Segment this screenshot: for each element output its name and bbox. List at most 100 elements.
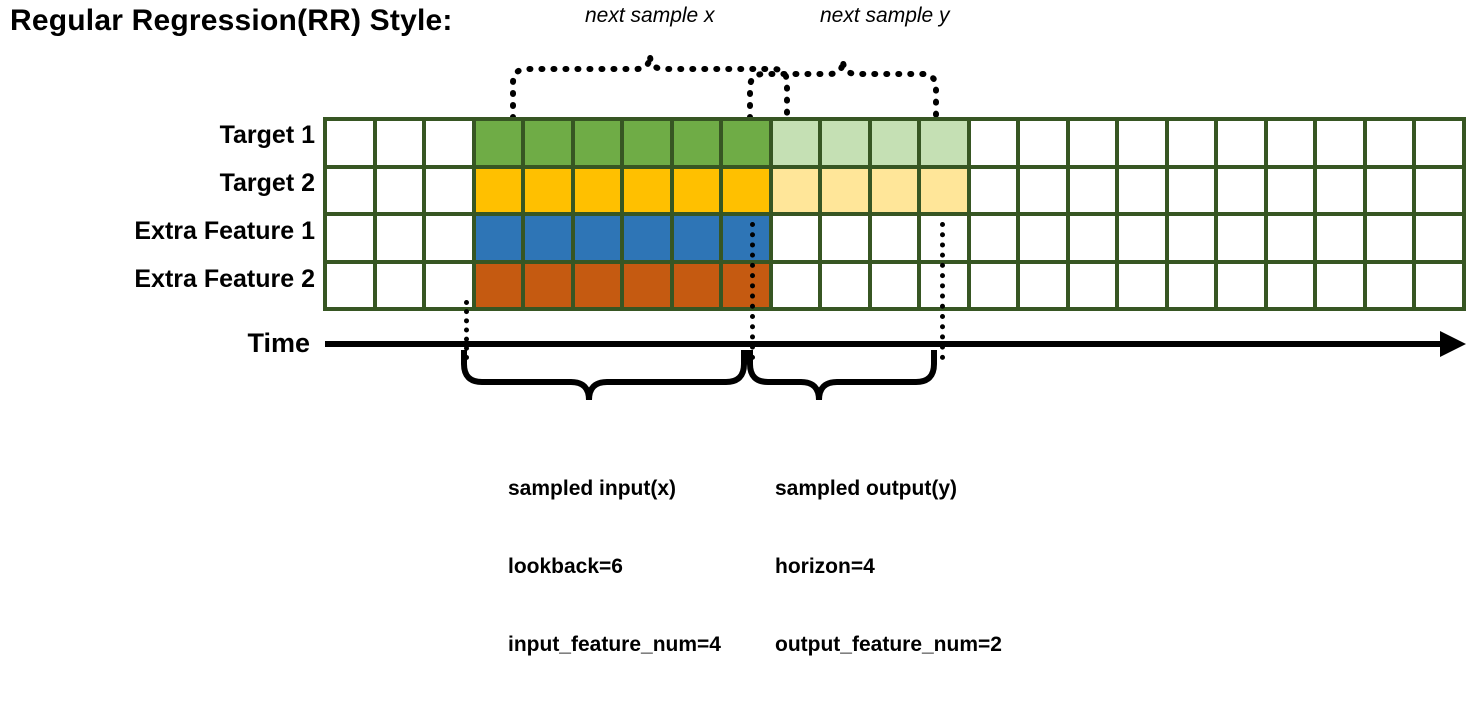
grid-cell-target-1-8 — [673, 121, 719, 165]
grid-cell-extra-feature-2-4 — [475, 263, 521, 307]
grid-cell-target-2-8 — [673, 168, 719, 212]
grid-cell-extra-feature-1-3 — [426, 216, 472, 260]
grid-cell-target-1-5 — [525, 121, 571, 165]
grid-cell-extra-feature-2-9 — [723, 263, 769, 307]
grid-cell-target-2-22 — [1366, 168, 1412, 212]
grid-cell-extra-feature-1-18 — [1168, 216, 1214, 260]
grid-cell-target-1-6 — [574, 121, 620, 165]
annotation-next-sample-y: next sample y — [820, 4, 950, 27]
grid-cell-extra-feature-1-1 — [327, 216, 373, 260]
time-axis-line — [325, 341, 1445, 347]
grid-cell-target-2-6 — [574, 168, 620, 212]
grid-cell-target-2-14 — [970, 168, 1016, 212]
grid-cell-extra-feature-1-17 — [1119, 216, 1165, 260]
brace-next-sample-x — [505, 35, 805, 120]
grid-cell-extra-feature-1-7 — [624, 216, 670, 260]
grid-cell-extra-feature-1-21 — [1317, 216, 1363, 260]
grid-cell-extra-feature-2-2 — [376, 263, 422, 307]
row-label-extra-feature-2: Extra Feature 2 — [134, 265, 315, 293]
grid-cell-target-1-15 — [1020, 121, 1066, 165]
grid-cell-target-2-11 — [822, 168, 868, 212]
grid-cell-target-1-18 — [1168, 121, 1214, 165]
caption-output-line-1: sampled output(y) — [775, 477, 957, 500]
grid-cell-target-1-13 — [921, 121, 967, 165]
grid-cell-extra-feature-2-6 — [574, 263, 620, 307]
grid-cell-target-2-17 — [1119, 168, 1165, 212]
grid-cell-extra-feature-2-1 — [327, 263, 373, 307]
caption-output-line-2: horizon=4 — [775, 555, 875, 578]
grid-cell-extra-feature-2-10 — [772, 263, 818, 307]
grid-cell-target-1-3 — [426, 121, 472, 165]
grid-cell-target-2-21 — [1317, 168, 1363, 212]
grid-cell-target-2-1 — [327, 168, 373, 212]
grid-cell-extra-feature-2-11 — [822, 263, 868, 307]
guide-line-input-end — [750, 222, 755, 360]
caption-input-line-2: lookback=6 — [508, 555, 623, 578]
grid-cell-target-2-2 — [376, 168, 422, 212]
grid-cell-target-1-23 — [1416, 121, 1462, 165]
grid-cell-extra-feature-2-23 — [1416, 263, 1462, 307]
grid-cell-extra-feature-1-15 — [1020, 216, 1066, 260]
grid-cell-extra-feature-2-12 — [871, 263, 917, 307]
grid-cell-target-1-10 — [772, 121, 818, 165]
grid-cell-extra-feature-2-3 — [426, 263, 472, 307]
grid-cell-extra-feature-2-5 — [525, 263, 571, 307]
grid-cell-extra-feature-2-14 — [970, 263, 1016, 307]
grid-cell-target-1-9 — [723, 121, 769, 165]
grid-cell-extra-feature-2-17 — [1119, 263, 1165, 307]
grid-cell-extra-feature-2-8 — [673, 263, 719, 307]
page-title: Regular Regression(RR) Style: — [10, 4, 453, 37]
grid-cell-target-1-20 — [1267, 121, 1313, 165]
grid-cell-extra-feature-1-4 — [475, 216, 521, 260]
caption-output-line-3: output_feature_num=2 — [775, 633, 1002, 656]
grid-cell-target-2-10 — [772, 168, 818, 212]
grid-cell-target-1-11 — [822, 121, 868, 165]
time-axis-arrow-icon — [1440, 331, 1466, 357]
brace-next-sample-y — [742, 35, 1002, 120]
grid-cell-target-1-22 — [1366, 121, 1412, 165]
time-axis-label: Time — [247, 328, 310, 358]
grid-cell-target-1-17 — [1119, 121, 1165, 165]
grid-cell-extra-feature-1-11 — [822, 216, 868, 260]
grid-cell-extra-feature-2-20 — [1267, 263, 1313, 307]
grid-cell-target-1-7 — [624, 121, 670, 165]
grid-cell-extra-feature-1-2 — [376, 216, 422, 260]
grid-cell-extra-feature-1-8 — [673, 216, 719, 260]
grid-cell-extra-feature-1-23 — [1416, 216, 1462, 260]
grid-cell-extra-feature-1-16 — [1069, 216, 1115, 260]
brace-sampled-output — [738, 350, 958, 420]
grid-cell-target-1-12 — [871, 121, 917, 165]
row-label-target-2: Target 2 — [219, 169, 315, 197]
row-label-target-1: Target 1 — [219, 121, 315, 149]
row-label-column: Target 1 Target 2 Extra Feature 1 Extra … — [0, 117, 315, 307]
grid-cell-target-2-12 — [871, 168, 917, 212]
caption-input-line-3: input_feature_num=4 — [508, 633, 721, 656]
grid-cell-target-1-1 — [327, 121, 373, 165]
caption-sampled-input: sampled input(x) lookback=6 input_featur… — [508, 424, 721, 710]
row-label-extra-feature-1: Extra Feature 1 — [134, 217, 315, 245]
caption-sampled-output: sampled output(y) horizon=4 output_featu… — [775, 424, 1002, 710]
grid-cell-extra-feature-2-15 — [1020, 263, 1066, 307]
grid-cell-extra-feature-2-7 — [624, 263, 670, 307]
grid-cell-extra-feature-2-16 — [1069, 263, 1115, 307]
grid-cell-target-2-19 — [1218, 168, 1264, 212]
grid-cell-extra-feature-1-10 — [772, 216, 818, 260]
grid-cell-extra-feature-1-5 — [525, 216, 571, 260]
grid-cell-extra-feature-2-19 — [1218, 263, 1264, 307]
caption-input-line-1: sampled input(x) — [508, 477, 677, 500]
grid-cell-target-2-4 — [475, 168, 521, 212]
annotation-next-sample-x: next sample x — [585, 4, 715, 27]
grid-cell-target-2-20 — [1267, 168, 1313, 212]
guide-line-output-end — [940, 222, 945, 360]
grid-cell-extra-feature-1-14 — [970, 216, 1016, 260]
grid-cell-target-1-14 — [970, 121, 1016, 165]
grid-cell-target-1-4 — [475, 121, 521, 165]
grid-cell-target-1-19 — [1218, 121, 1264, 165]
timeline-grid — [323, 117, 1466, 311]
grid-cell-extra-feature-1-12 — [871, 216, 917, 260]
grid-cell-extra-feature-2-22 — [1366, 263, 1412, 307]
grid-cell-target-2-3 — [426, 168, 472, 212]
grid-cell-target-2-13 — [921, 168, 967, 212]
grid-cell-target-1-21 — [1317, 121, 1363, 165]
grid-cell-extra-feature-2-18 — [1168, 263, 1214, 307]
